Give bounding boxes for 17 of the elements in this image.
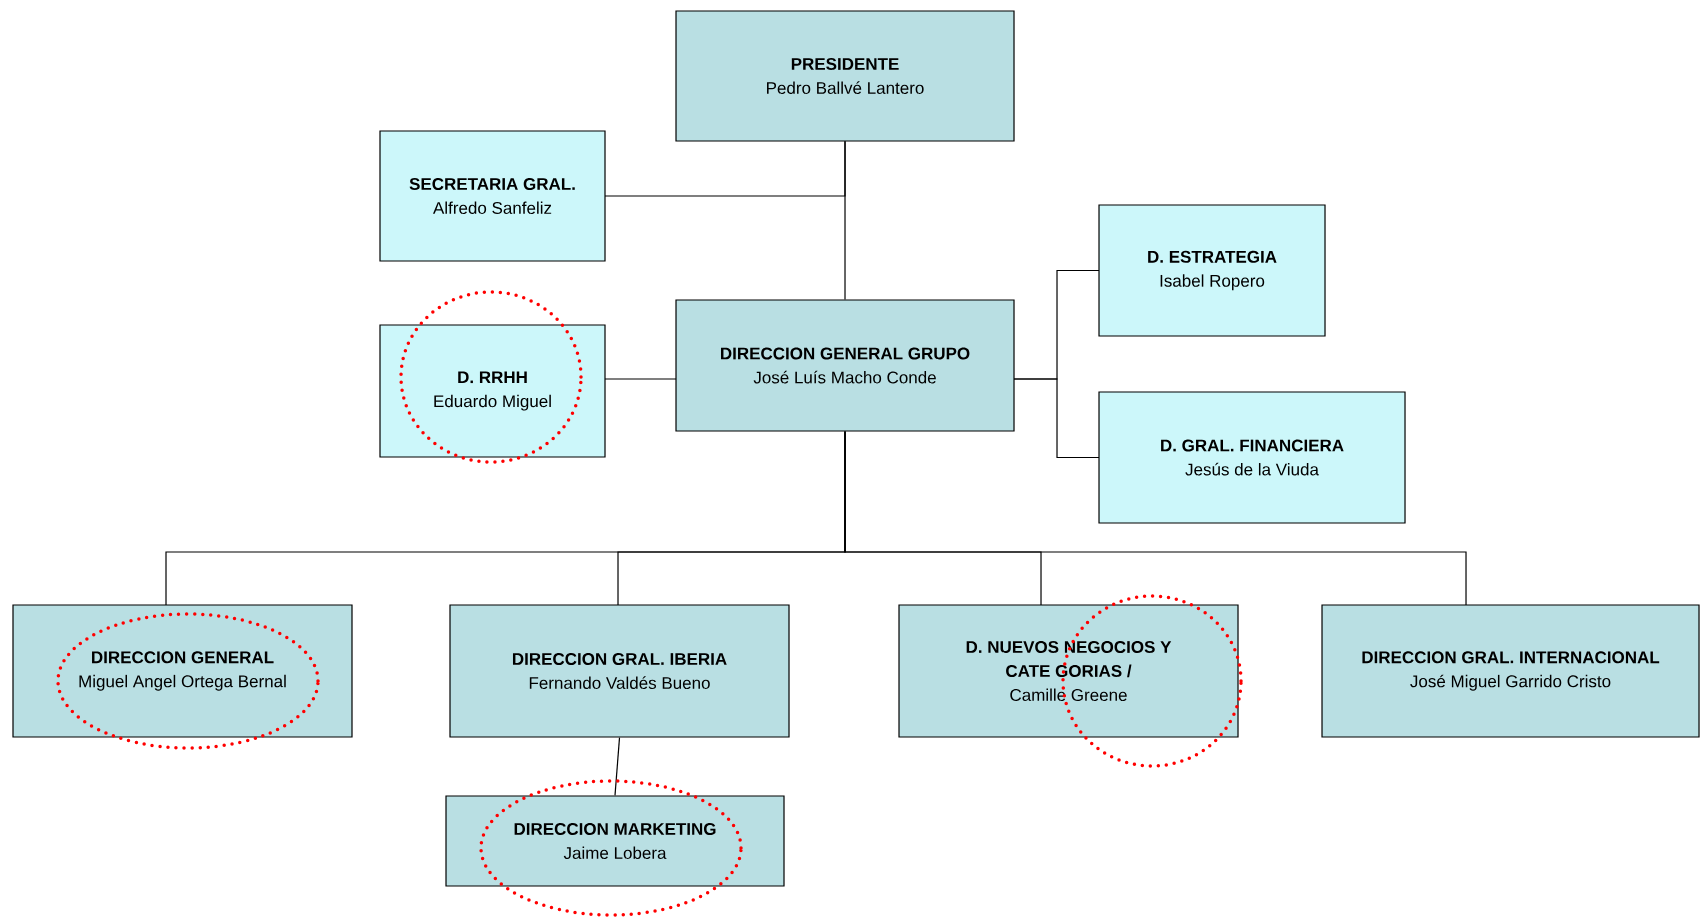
org-box: DIRECCION MARKETING Jaime Lobera xyxy=(445,795,785,887)
connector-line xyxy=(1013,378,1100,459)
org-box: D. ESTRATEGIA Isabel Ropero xyxy=(1098,204,1326,337)
org-box: D. NUEVOS NEGOCIOS Y CATE GORIAS / Camille Greene xyxy=(898,604,1239,738)
connector-line xyxy=(614,737,621,796)
connector-line xyxy=(844,431,1467,606)
org-box: DIRECCION GENERAL Miguel Angel Ortega Bernal xyxy=(12,604,353,738)
connector-line xyxy=(604,378,677,380)
org-box: SECRETARIA GRAL. Alfredo Sanfeliz xyxy=(379,130,606,262)
org-box: PRESIDENTE Pedro Ballvé Lantero xyxy=(675,10,1015,142)
org-box: DIRECCION GRAL. IBERIA Fernando Valdés Bueno xyxy=(449,604,790,738)
org-box: DIRECCION GENERAL GRUPO José Luís Macho Conde xyxy=(675,299,1015,432)
connector-line xyxy=(844,141,846,300)
org-box: D. GRAL. FINANCIERA Jesús de la Viuda xyxy=(1098,391,1406,524)
connector-line xyxy=(604,140,846,197)
org-box: DIRECCION GRAL. INTERNACIONAL José Miguel Garrido Cristo xyxy=(1321,604,1700,738)
org-box: D. RRHH Eduardo Miguel xyxy=(379,324,606,458)
